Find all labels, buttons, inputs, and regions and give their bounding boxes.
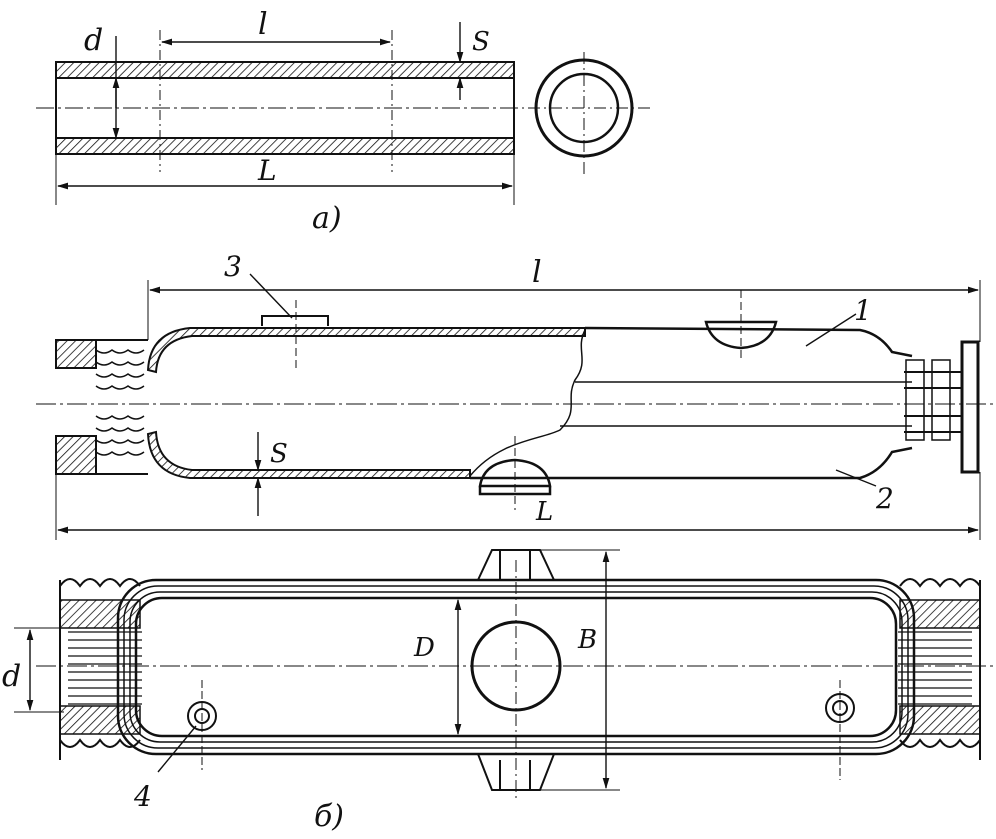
shell-top-wall-cut xyxy=(146,327,586,374)
boss-plan-bottom xyxy=(477,753,555,791)
boss-top-right xyxy=(704,320,778,350)
label-B: B xyxy=(577,625,597,655)
label-d-a: d xyxy=(84,23,103,58)
part-label-4: 4 xyxy=(133,780,152,813)
label-L-a: L xyxy=(257,154,277,187)
figure-b-section: l 3 1 2 S L xyxy=(36,250,996,540)
shell-exterior-right xyxy=(584,326,913,358)
label-l-b: l xyxy=(532,255,542,290)
bolt-group xyxy=(904,359,962,441)
label-s-b: S xyxy=(270,439,288,469)
pipe-bottom-wall xyxy=(55,137,515,155)
shell-bottom-wall-cut xyxy=(146,430,471,479)
label-D: D xyxy=(413,633,435,663)
label-l-a: l xyxy=(258,7,268,42)
figure-a-pipe-blank: l d S L а) xyxy=(36,7,650,236)
left-fitting-top xyxy=(55,339,97,369)
bolt-hole-right xyxy=(825,680,855,780)
label-d-b: d xyxy=(2,659,21,694)
part-label-1: 1 xyxy=(854,294,872,327)
figure-b-plan: 4 d D B б) xyxy=(2,549,996,834)
boss-3 xyxy=(261,315,329,326)
right-flange xyxy=(960,340,980,474)
left-threaded-fitting xyxy=(59,578,142,760)
label-L-b: L xyxy=(535,497,553,527)
bolt-hole-left xyxy=(187,680,217,770)
left-thread xyxy=(95,349,145,456)
caption-b: б) xyxy=(314,799,344,834)
boss-plan-top xyxy=(477,549,555,581)
part-label-3: 3 xyxy=(224,250,242,283)
part-label-2: 2 xyxy=(875,482,894,515)
label-s-a: S xyxy=(472,27,490,57)
pipe-top-wall xyxy=(55,61,515,79)
caption-a: а) xyxy=(312,201,342,236)
break-line xyxy=(469,329,586,477)
pipe-end-view xyxy=(528,52,650,178)
left-fitting-bottom xyxy=(55,435,97,475)
